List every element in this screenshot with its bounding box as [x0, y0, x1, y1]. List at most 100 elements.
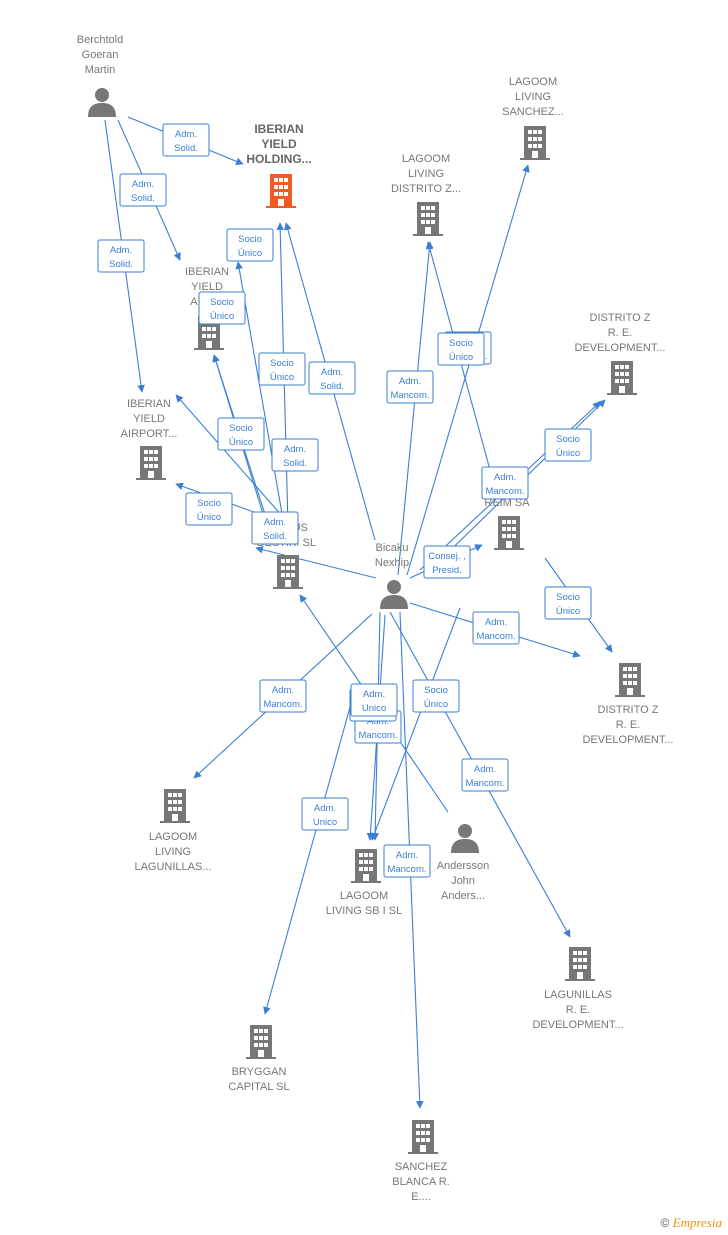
node-lagoom_sb[interactable]: LAGOOM LIVING SB I SL — [326, 849, 402, 917]
copyright-icon: © — [660, 1216, 670, 1230]
node-sanchez_blanca[interactable]: SANCHEZ BLANCA R. E.... — [392, 1120, 450, 1203]
node-label-line: LIVING SB I SL — [326, 905, 402, 917]
node-distrito_dev1[interactable]: DISTRITO ZR. E.DEVELOPMENT... — [574, 312, 666, 395]
relation-text: Solid. — [263, 531, 287, 542]
node-iberian_airport2[interactable]: IBERIANYIELDAIRPORT... — [121, 398, 178, 480]
relation-label[interactable]: Adm.Solid. — [119, 173, 167, 207]
node-label-line: LAGOOM — [402, 153, 450, 165]
building-icon — [494, 516, 524, 550]
relation-text: Único — [556, 448, 580, 459]
edge-12 — [406, 164, 530, 576]
building-icon — [266, 174, 296, 208]
node-label-line: E.... — [411, 1191, 431, 1203]
node-label-line: LAGOOM — [340, 890, 388, 902]
relation-box — [423, 545, 471, 579]
relation-text: Socio — [210, 297, 234, 308]
relation-box — [259, 679, 307, 713]
relation-label[interactable]: Adm.Mancom. — [259, 679, 307, 713]
relation-label[interactable]: Adm.Mancom. — [481, 466, 529, 500]
relation-text: Socio — [197, 498, 221, 509]
node-label-line: LAGOOM — [509, 76, 557, 88]
building-icon — [246, 1025, 276, 1059]
relation-label[interactable]: Adm.Solid. — [162, 123, 210, 157]
building-icon — [413, 202, 443, 236]
relation-label[interactable]: Adm.Mancom. — [472, 611, 520, 645]
relation-label[interactable]: Adm.Unico — [350, 683, 398, 717]
node-label-line: LIVING — [515, 91, 551, 103]
relation-label[interactable]: Adm.Solid. — [271, 438, 319, 472]
edge-22 — [370, 607, 461, 841]
relation-box — [185, 492, 233, 526]
node-label-line: R. E. — [616, 719, 640, 731]
node-label-line: Goeran — [82, 49, 119, 61]
relation-box — [271, 438, 319, 472]
relation-label[interactable]: Adm. Solid. — [251, 511, 299, 545]
relation-text: Socio — [270, 358, 294, 369]
node-label-line: DEVELOPMENT... — [532, 1019, 623, 1031]
relation-label[interactable]: Adm.Mancom. — [461, 758, 509, 792]
node-reim[interactable]: REIM SA — [484, 497, 530, 550]
node-label-line: SANCHEZ — [395, 1161, 448, 1173]
relation-text: Único — [238, 248, 262, 259]
relation-text: Único — [556, 606, 580, 617]
node-label-line: DEVELOPMENT... — [582, 734, 673, 746]
relation-label[interactable]: Adm.Mancom. — [383, 844, 431, 878]
relation-text: Mancom. — [358, 730, 397, 741]
relation-text: Adm. — [110, 245, 132, 256]
building-icon — [615, 663, 645, 697]
node-label-line: YIELD — [261, 137, 297, 151]
node-label-line: DISTRITO Z... — [391, 183, 461, 195]
footer: © Empresia — [660, 1215, 722, 1231]
relation-text: Solid. — [320, 381, 344, 392]
node-lagoom_lagunillas[interactable]: LAGOOMLIVINGLAGUNILLAS... — [134, 789, 212, 873]
relation-box — [251, 511, 299, 545]
node-label-line: BLANCA R. — [392, 1176, 449, 1188]
relation-text: Socio — [556, 592, 580, 603]
relation-text: Socio — [449, 338, 473, 349]
relation-text: Mancom. — [465, 778, 504, 789]
relation-text: Solid. — [174, 143, 198, 154]
person-icon — [380, 580, 408, 609]
brand-logo[interactable]: Empresia — [672, 1215, 722, 1230]
relation-text: Único — [449, 352, 473, 363]
node-label-line: IBERIAN — [254, 122, 303, 136]
node-distrito_dev2[interactable]: DISTRITO ZR. E.DEVELOPMENT... — [582, 663, 674, 746]
relation-text: Adm. — [264, 517, 286, 528]
relation-label[interactable]: Adm.Solid. — [308, 361, 356, 395]
node-iberian_holding[interactable]: IBERIANYIELDHOLDING... — [246, 122, 312, 208]
node-label-line: Martin — [85, 64, 116, 76]
node-label-line: BRYGGAN — [232, 1066, 287, 1078]
relation-box — [412, 679, 460, 713]
relation-label[interactable]: Adm.Mancom. — [386, 370, 434, 404]
building-icon — [136, 446, 166, 480]
relation-text: Mancom. — [390, 390, 429, 401]
relation-text: Mancom. — [476, 631, 515, 642]
node-label-line: R. E. — [566, 1004, 590, 1016]
relation-text: Adm. — [494, 472, 516, 483]
node-andersson[interactable]: AnderssonJohnAnders... — [437, 824, 490, 902]
relation-label[interactable]: Consej. ,Presid. — [423, 545, 471, 579]
relation-text: Adm. — [132, 179, 154, 190]
node-label-line: Anders... — [441, 890, 485, 902]
edge-20 — [263, 699, 353, 1015]
building-icon — [408, 1120, 438, 1154]
relation-text: Adm. — [284, 444, 306, 455]
node-lagoom_sanchez[interactable]: LAGOOMLIVINGSANCHEZ... — [502, 76, 564, 160]
relation-label[interactable]: Adm.Solid. — [97, 239, 145, 273]
relation-label[interactable]: Adm.Unico — [301, 797, 349, 831]
node-label-line: IBERIAN — [185, 266, 229, 278]
